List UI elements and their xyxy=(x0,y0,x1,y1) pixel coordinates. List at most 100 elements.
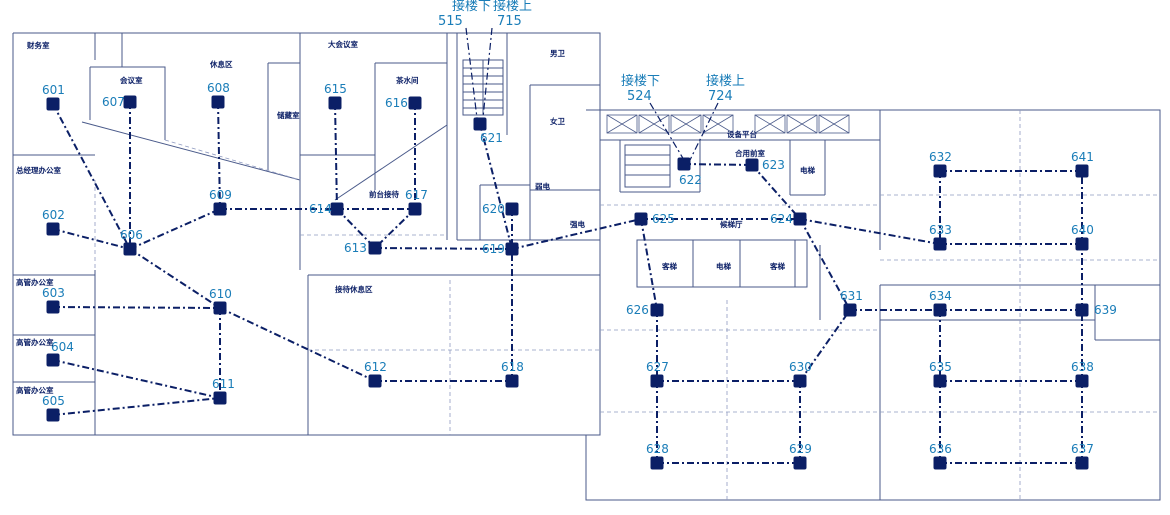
link-601-606 xyxy=(52,103,131,250)
ap-node-609[interactable] xyxy=(213,202,227,216)
ap-node-605[interactable] xyxy=(46,408,60,422)
ap-node-label: 619 xyxy=(482,242,505,256)
ap-node-label: 603 xyxy=(42,286,65,300)
ap-node-628[interactable] xyxy=(650,456,664,470)
ap-node-635[interactable] xyxy=(933,374,947,388)
link-624-633 xyxy=(799,218,941,245)
ap-node-label: 631 xyxy=(840,289,863,303)
room-label-big-meeting: 大会议室 xyxy=(328,39,358,49)
link-610-612 xyxy=(219,307,376,382)
ap-node-606[interactable] xyxy=(123,242,137,256)
ap-node-639[interactable] xyxy=(1075,303,1089,317)
ap-node-611[interactable] xyxy=(213,391,227,405)
room-label-exec1: 高管办公室 xyxy=(16,277,54,287)
ap-node-label: 635 xyxy=(929,360,952,374)
ap-node-613[interactable] xyxy=(368,241,382,255)
ap-node-617[interactable] xyxy=(408,202,422,216)
ap-node-label: 639 xyxy=(1094,303,1117,317)
stair-number-down-a: 515 xyxy=(438,14,463,29)
ap-node-629[interactable] xyxy=(793,456,807,470)
ap-node-601[interactable] xyxy=(46,97,60,111)
ap-node-641[interactable] xyxy=(1075,164,1089,178)
ap-node-607[interactable] xyxy=(123,95,137,109)
link-625-626 xyxy=(640,218,658,311)
ap-node-label: 616 xyxy=(385,96,408,110)
ap-node-label: 638 xyxy=(1071,360,1094,374)
ap-node-626[interactable] xyxy=(650,303,664,317)
ap-node-633[interactable] xyxy=(933,237,947,251)
ap-node-602[interactable] xyxy=(46,222,60,236)
ap-node-label: 606 xyxy=(120,228,143,242)
stair-label-up-a: 接楼上 xyxy=(493,0,532,14)
room-label-womens: 女卫 xyxy=(550,116,565,126)
room-label-elevator-hall: 候梯厅 xyxy=(720,219,743,229)
ap-node-label: 602 xyxy=(42,208,65,222)
ap-node-label: 605 xyxy=(42,394,65,408)
ap-node-630[interactable] xyxy=(793,374,807,388)
ap-node-label: 608 xyxy=(207,81,230,95)
link-604-611 xyxy=(52,359,221,399)
ap-node-640[interactable] xyxy=(1075,237,1089,251)
ap-node-623[interactable] xyxy=(745,158,759,172)
ap-node-615[interactable] xyxy=(328,96,342,110)
ap-node-610[interactable] xyxy=(213,301,227,315)
room-label-reception-lounge: 接待休息区 xyxy=(335,284,373,294)
ap-node-638[interactable] xyxy=(1075,374,1089,388)
ap-node-612[interactable] xyxy=(368,374,382,388)
ap-node-label: 610 xyxy=(209,287,232,301)
ap-node-619[interactable] xyxy=(505,242,519,256)
ap-node-618[interactable] xyxy=(505,374,519,388)
room-label-front-desk: 前台接待 xyxy=(369,189,399,199)
ap-node-label: 636 xyxy=(929,442,952,456)
ap-node-625[interactable] xyxy=(634,212,648,226)
vent-row-left xyxy=(606,114,734,134)
room-label-lounge: 休息区 xyxy=(209,59,233,69)
stair-number-down-b: 524 xyxy=(627,89,652,104)
ap-node-603[interactable] xyxy=(46,300,60,314)
ap-node-632[interactable] xyxy=(933,164,947,178)
ap-node-604[interactable] xyxy=(46,353,60,367)
network-nodes: 6016026036046056066076086096106116126136… xyxy=(42,81,1117,470)
room-label-storage: 储藏室 xyxy=(277,110,300,120)
ap-node-label: 613 xyxy=(344,241,367,255)
ap-node-620[interactable] xyxy=(505,202,519,216)
ap-node-label: 612 xyxy=(364,360,387,374)
ap-node-627[interactable] xyxy=(650,374,664,388)
room-label-fire-room: 合用前室 xyxy=(735,148,765,158)
ap-node-637[interactable] xyxy=(1075,456,1089,470)
room-label-finance: 财务室 xyxy=(26,40,50,50)
room-label-exec2: 高管办公室 xyxy=(16,337,54,347)
ap-node-label: 607 xyxy=(102,95,125,109)
ap-node-label: 622 xyxy=(679,173,702,187)
ap-node-634[interactable] xyxy=(933,303,947,317)
ap-node-label: 629 xyxy=(789,442,812,456)
ap-node-624[interactable] xyxy=(793,212,807,226)
ap-node-622[interactable] xyxy=(677,157,691,171)
ap-node-label: 628 xyxy=(646,442,669,456)
ap-node-label: 630 xyxy=(789,360,812,374)
ap-node-616[interactable] xyxy=(408,96,422,110)
room-labels: 财务室会议室休息区大会议室茶水间储藏室男卫女卫总经理办公室前台接待弱电强电高管办… xyxy=(16,39,815,395)
room-label-equipment: 设备平台 xyxy=(727,129,757,139)
ap-node-631[interactable] xyxy=(843,303,857,317)
equipment-vents xyxy=(606,114,850,134)
ap-node-636[interactable] xyxy=(933,456,947,470)
ap-node-621[interactable] xyxy=(473,117,487,131)
vent-row-right xyxy=(754,114,850,134)
ap-node-label: 617 xyxy=(405,188,428,202)
link-606-609 xyxy=(129,208,221,250)
ap-node-614[interactable] xyxy=(330,202,344,216)
ap-node-label: 640 xyxy=(1071,223,1094,237)
stair-label-down-a: 接楼下 xyxy=(452,0,491,14)
link-623-624 xyxy=(751,164,801,220)
room-label-elevator-small: 电梯 xyxy=(800,165,815,175)
link-608-609 xyxy=(217,101,221,210)
stairwells xyxy=(462,59,671,188)
stair-number-up-a: 715 xyxy=(497,14,522,29)
ap-node-label: 620 xyxy=(482,202,505,216)
ap-node-608[interactable] xyxy=(211,95,225,109)
ap-node-label: 627 xyxy=(646,360,669,374)
link-615-614 xyxy=(334,102,338,210)
